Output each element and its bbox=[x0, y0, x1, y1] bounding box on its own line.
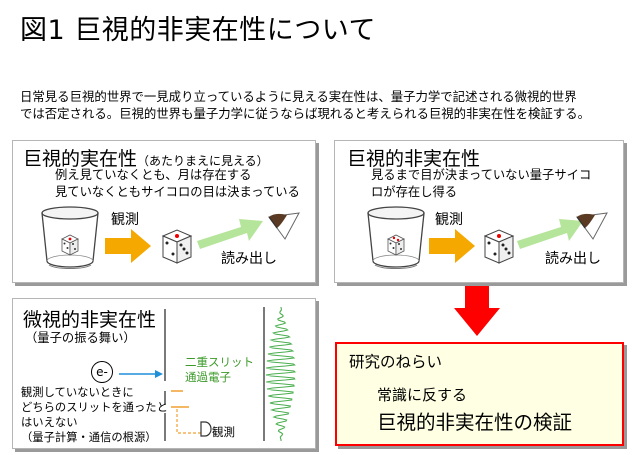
micro-text-2: どちらのスリットを通ったと bbox=[21, 401, 168, 414]
intro-line-1: 日常見る巨視的世界で一見成り立っているように見える実在性は、量子力学で記述される… bbox=[20, 89, 577, 104]
orange-arrow-icon bbox=[105, 229, 151, 263]
intro-line-2: では否定される。巨視的世界も量子力学に従うならば現れると考えられる巨視的非実在性… bbox=[20, 106, 590, 121]
detector-icon bbox=[200, 421, 212, 437]
macro-realism-title: 巨視的実在性（あたりまえに見える） bbox=[23, 148, 269, 170]
beam-arrow-icon bbox=[119, 370, 163, 378]
micro-nonrealism-panel: 微視的非実在性 （量子の振る舞い） e- 観測 二重スリット 通過電子 観測して… bbox=[12, 298, 316, 449]
double-slit-barrier-icon bbox=[164, 309, 203, 441]
macro-realism-panel: 巨視的実在性（あたりまえに見える） 例え見ていなくとも、月は存在する 見ていなく… bbox=[12, 140, 316, 283]
die-icon bbox=[161, 229, 193, 264]
interference-pattern-icon bbox=[263, 306, 297, 442]
macro-realism-text-2: 見ていなくともサイコロの目は決まっている bbox=[55, 185, 300, 199]
macro-nonrealism-observe-label: 観測 bbox=[435, 212, 463, 228]
readout-eye-icon bbox=[268, 212, 300, 240]
macro-realism-text-1: 例え見ていなくとも、月は存在する bbox=[55, 168, 252, 182]
micro-text-4: （量子計算・通信の根源） bbox=[21, 431, 157, 444]
cup-with-die-icon bbox=[41, 206, 99, 270]
orange-arrow-icon bbox=[429, 229, 475, 263]
slit-label-1: 二重スリット bbox=[185, 355, 254, 369]
readout-eye-icon bbox=[576, 212, 608, 240]
intro-text: 日常見る巨視的世界で一見成り立っているように見える実在性は、量子力学で記述される… bbox=[20, 88, 630, 122]
macro-nonrealism-text-2: ロが存在し得る bbox=[371, 185, 458, 199]
micro-nonrealism-subtitle: （量子の振る舞い） bbox=[25, 331, 136, 345]
macro-realism-readout-label: 読み出し bbox=[221, 251, 277, 267]
macro-nonrealism-text-1: 見るまで目が決まっていない量子サイコ bbox=[371, 168, 592, 182]
slit-label-2: 通過電子 bbox=[185, 370, 231, 384]
macro-realism-subtitle: （あたりまえに見える） bbox=[137, 154, 269, 168]
page-title: 図1 巨視的非実在性について bbox=[20, 15, 376, 46]
macro-nonrealism-title: 巨視的非実在性 bbox=[347, 148, 481, 170]
cup-with-quantum-die-icon bbox=[367, 206, 425, 270]
research-aim-line-1: 常識に反する bbox=[377, 386, 468, 404]
macro-nonrealism-panel: 巨視的非実在性 見るまで目が決まっていない量子サイコ ロが存在し得る 観測 bbox=[334, 140, 624, 283]
micro-text-3: はいえない bbox=[21, 416, 78, 429]
micro-text-1: 観測していないときに bbox=[21, 386, 134, 399]
research-aim-panel: 研究のねらい 常識に反する 巨視的非実在性の検証 bbox=[335, 342, 624, 446]
micro-nonrealism-title: 微視的非実在性 bbox=[23, 309, 157, 331]
research-aim-title: 研究のねらい bbox=[349, 353, 443, 371]
detector-label: 観測 bbox=[212, 425, 235, 439]
green-arrow-icon bbox=[517, 219, 583, 249]
research-aim-line-2: 巨視的非実在性の検証 bbox=[377, 411, 573, 434]
macro-realism-observe-label: 観測 bbox=[111, 212, 139, 228]
electron-icon: e- bbox=[91, 361, 113, 383]
green-arrow-icon bbox=[197, 219, 263, 249]
macro-nonrealism-readout-label: 読み出し bbox=[545, 251, 601, 267]
red-down-arrow-icon bbox=[454, 286, 500, 336]
die-icon bbox=[483, 229, 515, 264]
